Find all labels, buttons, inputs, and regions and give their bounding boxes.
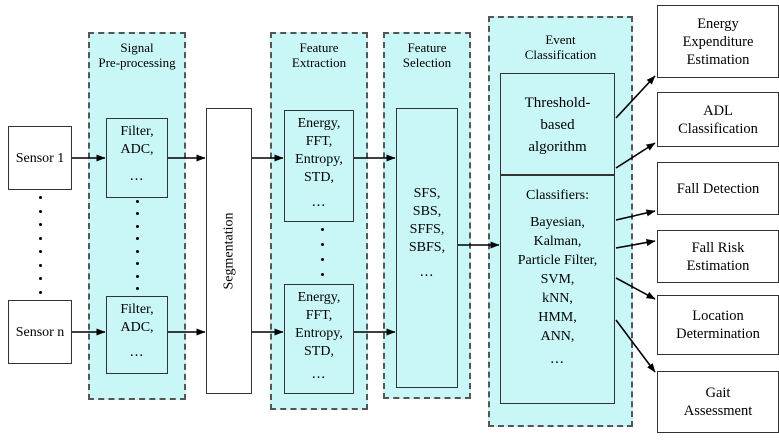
panel-title-line2: Extraction	[291, 55, 347, 70]
panel-title-line1: Feature	[299, 40, 339, 55]
text-line: based	[540, 117, 575, 133]
text-line: Threshold-	[524, 95, 591, 111]
text-line: Energy,	[297, 116, 341, 131]
feature-extraction-box-last[interactable]: Energy, FFT, Entropy, STD, ...	[284, 284, 354, 394]
text-line: STD,	[304, 170, 334, 185]
text-line: HMM,	[538, 310, 577, 325]
text-line: Expenditure	[682, 33, 754, 50]
text-line: Fall Risk	[691, 239, 745, 256]
classifiers-lines: Classifiers: Bayesian, Kalman, Particle …	[501, 186, 614, 367]
text-line: kNN,	[542, 291, 573, 306]
output-box-lines: Location Determination	[676, 307, 760, 343]
sensor-1-box[interactable]: Sensor 1	[8, 126, 72, 190]
output-box-fall-detection[interactable]: Fall Detection	[657, 162, 779, 215]
sensor-vertical-ellipsis	[33, 196, 47, 294]
output-box-energy-expenditure-estimation[interactable]: Energy Expenditure Estimation	[657, 5, 779, 78]
output-box-lines: Gait Assessment	[684, 384, 752, 420]
sensor-1-label: Sensor 1	[15, 150, 65, 166]
text-line: ANN,	[540, 329, 575, 344]
feature-extraction-box-first-lines: Energy, FFT, Entropy, STD, ...	[285, 115, 353, 210]
threshold-algorithm-box[interactable]: Threshold- based algorithm	[500, 73, 615, 175]
output-box-gait-assessment[interactable]: Gait Assessment	[657, 371, 779, 433]
text-line: Determination	[676, 326, 760, 342]
text-ellipsis: ...	[419, 264, 435, 280]
text-line: algorithm	[528, 139, 587, 155]
feature-extraction-box-last-lines: Energy, FFT, Entropy, STD, ...	[285, 289, 353, 382]
text-line: ADC,	[120, 320, 154, 335]
output-box-adl-classification[interactable]: ADL Classification	[657, 92, 779, 147]
text-ellipsis: ...	[550, 351, 565, 367]
panel-title-signal-preprocessing: Signal Pre-processing	[90, 40, 184, 70]
text-line: Energy,	[297, 290, 341, 305]
text-line: ADL	[703, 102, 733, 119]
panel-title-line2: Selection	[402, 55, 452, 70]
output-box-location-determination[interactable]: Location Determination	[657, 295, 779, 355]
output-box-lines: Fall Risk Estimation	[687, 239, 750, 275]
classifiers-box[interactable]: Classifiers: Bayesian, Kalman, Particle …	[500, 175, 615, 404]
text-line: SVM,	[540, 272, 575, 287]
text-line: SBS,	[412, 204, 442, 219]
text-ellipsis: ...	[311, 366, 327, 382]
output-box-fall-risk-estimation[interactable]: Fall Risk Estimation	[657, 230, 779, 283]
text-line: STD,	[304, 344, 334, 359]
text-line: Particle Filter,	[517, 253, 598, 268]
text-line: Estimation	[686, 51, 750, 68]
text-line: Assessment	[683, 403, 753, 419]
text-line: Estimation	[686, 257, 750, 274]
feature-selection-box-lines: SFS, SBS, SFFS, SBFS, ...	[397, 185, 457, 280]
text-line: SFS,	[413, 186, 441, 201]
panel-title-line2: Pre-processing	[98, 55, 176, 70]
sensor-n-label: Sensor n	[15, 324, 65, 340]
text-line: ADC,	[120, 142, 154, 157]
text-line: Kalman,	[533, 234, 582, 249]
preprocessing-box-first-lines: Filter, ADC, ...	[107, 123, 167, 184]
feature-extraction-vertical-ellipsis	[315, 228, 329, 276]
text-line: Energy	[697, 15, 739, 32]
segmentation-box[interactable]: Segmentation	[206, 108, 252, 394]
feature-selection-box[interactable]: SFS, SBS, SFFS, SBFS, ...	[396, 108, 458, 388]
text-line: Entropy,	[295, 152, 343, 167]
text-line: Gait	[705, 385, 731, 401]
preprocessing-box-last-lines: Filter, ADC, ...	[107, 301, 167, 360]
text-line: SFFS,	[409, 222, 445, 237]
output-box-lines: Fall Detection	[677, 180, 760, 198]
text-line: Filter,	[120, 124, 154, 139]
text-line: Fall Detection	[676, 180, 760, 197]
text-line: Bayesian,	[530, 215, 585, 230]
panel-title-event-classification: Event Classification	[490, 32, 631, 62]
sensor-n-box[interactable]: Sensor n	[8, 300, 72, 364]
panel-title-feature-extraction: Feature Extraction	[272, 40, 366, 70]
output-box-lines: Energy Expenditure Estimation	[683, 15, 754, 69]
text-ellipsis: ...	[129, 168, 145, 184]
panel-title-line2: Classification	[524, 47, 597, 62]
text-line: FFT,	[305, 134, 333, 149]
text-line: Entropy,	[295, 326, 343, 341]
text-line: Classification	[678, 120, 758, 137]
classifiers-heading: Classifiers:	[526, 188, 589, 203]
panel-title-line1: Feature	[407, 40, 447, 55]
text-ellipsis: ...	[129, 344, 145, 360]
text-line: Location	[692, 308, 744, 324]
text-line: SBFS,	[408, 240, 446, 255]
panel-title-line1: Event	[545, 32, 576, 47]
panel-title-feature-selection: Feature Selection	[385, 40, 469, 70]
text-ellipsis: ...	[311, 194, 327, 210]
feature-extraction-box-first[interactable]: Energy, FFT, Entropy, STD, ...	[284, 110, 354, 222]
preprocessing-box-last[interactable]: Filter, ADC, ...	[106, 296, 168, 374]
text-line: FFT,	[305, 308, 333, 323]
preprocessing-vertical-ellipsis	[130, 200, 144, 290]
preprocessing-box-first[interactable]: Filter, ADC, ...	[106, 118, 168, 198]
threshold-algorithm-lines: Threshold- based algorithm	[501, 92, 614, 158]
panel-title-line1: Signal	[120, 40, 154, 55]
output-box-lines: ADL Classification	[678, 102, 758, 138]
segmentation-label: Segmentation	[221, 212, 237, 290]
text-line: Filter,	[120, 302, 154, 317]
